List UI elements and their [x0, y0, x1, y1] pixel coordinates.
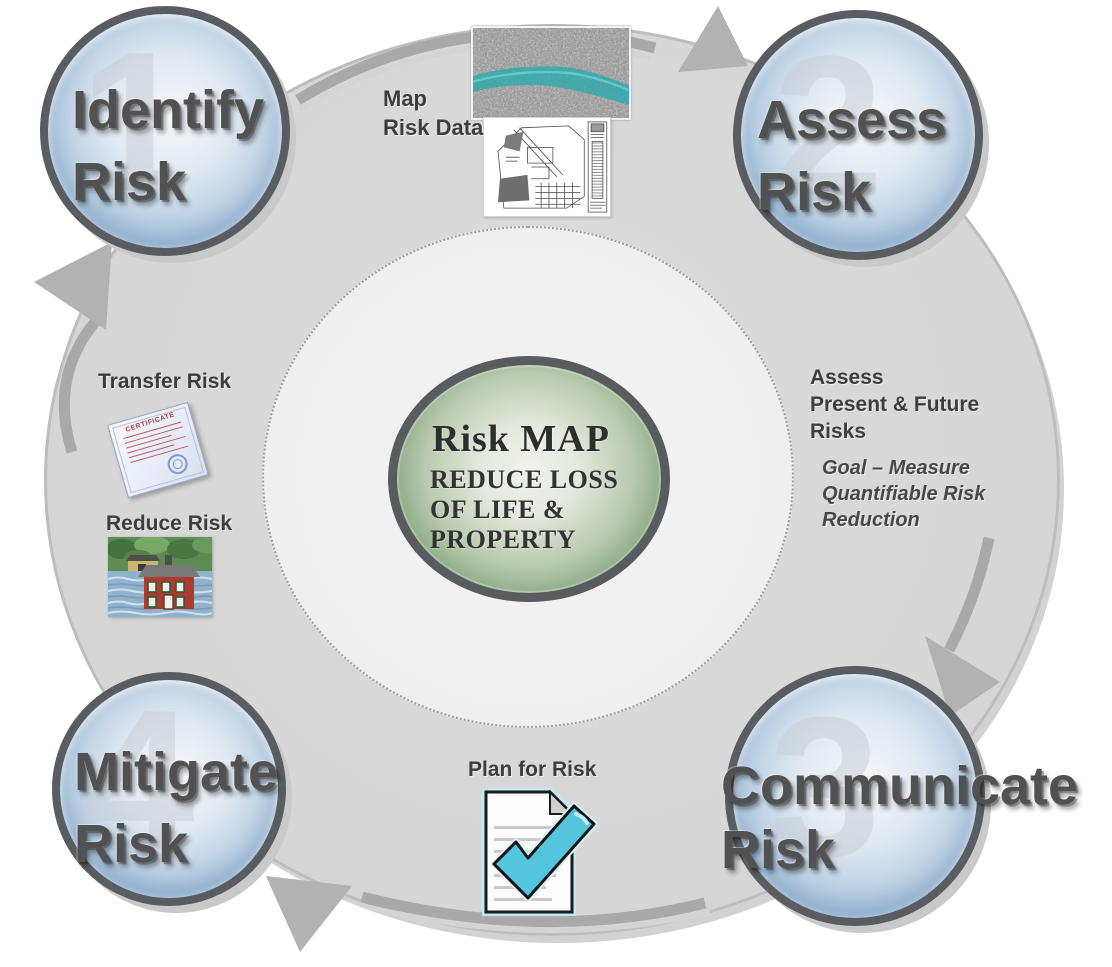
node-identify-risk: 1 Identify Risk — [40, 6, 290, 256]
arrowhead-left-icon — [34, 242, 112, 330]
arrowhead-right-icon — [925, 636, 1000, 716]
transfer-risk-label: Transfer Risk — [98, 370, 232, 393]
node-assess-risk: 2 Assess Risk — [733, 10, 983, 260]
map-risk-data-line: Map — [383, 86, 427, 111]
center-subtitle: REDUCE LOSS OF LIFE & PROPERTY — [430, 465, 619, 554]
step-number-watermark: 3 — [769, 676, 881, 899]
assess-present-future-label: Assess Present & Future Risks — [810, 366, 980, 443]
node-communicate-risk-label: Communicate Risk — [721, 756, 1079, 880]
plan-checklist-icon — [482, 788, 598, 916]
checkmark-icon — [492, 804, 596, 900]
node-identify-risk-label: Identify Risk — [72, 80, 265, 212]
cycle-arrow-right — [944, 536, 995, 653]
arrowhead-top-icon — [678, 6, 748, 72]
satellite-map-image — [471, 26, 631, 120]
certificate-paper: CERTIFICATE — [107, 401, 209, 499]
step-number-watermark: 4 — [83, 669, 195, 892]
folded-corner — [549, 789, 575, 815]
goal-label: Goal – Measure Quantifiable Risk Reducti… — [822, 457, 986, 531]
cycle-arrow-left — [58, 318, 100, 454]
map-risk-data-line: Risk Data — [383, 115, 484, 140]
flood-map-image — [483, 117, 611, 217]
map-risk-data-label: Map Risk Data — [383, 84, 483, 142]
cycle-arrow-bottom — [360, 891, 707, 928]
node-communicate-risk: 3 Communicate Risk — [721, 666, 1078, 926]
step-number-watermark: 2 — [772, 15, 884, 238]
certificate-icon: CERTIFICATE — [107, 401, 209, 499]
elevated-house-image — [108, 537, 212, 617]
center-title: Risk MAP — [432, 418, 610, 460]
reduce-risk-label: Reduce Risk — [106, 512, 233, 535]
plan-for-risk-label: Plan for Risk — [468, 758, 597, 781]
node-mitigate-risk-label: Mitigate Risk — [74, 742, 279, 874]
step-number-watermark: 1 — [79, 11, 191, 234]
center-risk-map-circle: Risk MAP REDUCE LOSS OF LIFE & PROPERTY — [388, 356, 670, 602]
node-mitigate-risk: 4 Mitigate Risk — [52, 672, 286, 906]
arrowhead-bottom-icon — [266, 876, 352, 952]
node-assess-risk-label: Assess Risk — [757, 90, 947, 222]
